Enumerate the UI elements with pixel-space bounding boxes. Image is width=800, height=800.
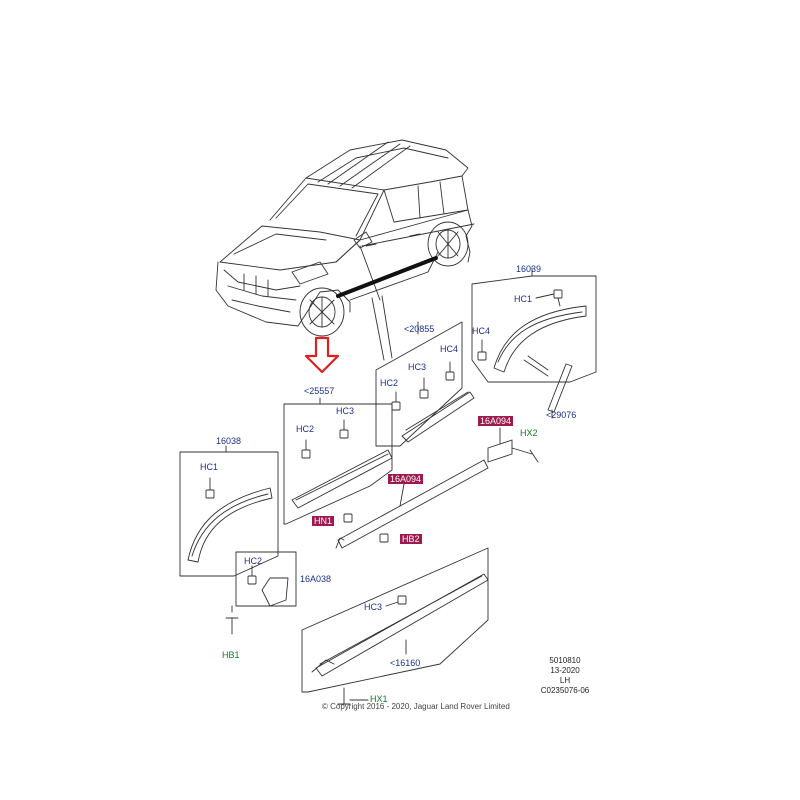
diagram-reference-block: 5010810 13-2020 LH C0235076-06: [538, 656, 592, 696]
group-16A094-sill: [335, 427, 539, 549]
highlight-label-hn1: HN1: [312, 516, 335, 526]
label-hc1-rear: HC1: [514, 294, 533, 304]
label-20855: <20855: [404, 324, 435, 334]
label-hc2-front-door: HC2: [380, 378, 399, 388]
group-16038: [179, 445, 279, 577]
label-hc3-lower-sill: HC3: [364, 602, 383, 612]
label-hx1: HX1: [370, 694, 388, 704]
label-hc4-front-door: HC4: [440, 344, 459, 354]
group-20855: [375, 321, 475, 447]
group-16A038: [225, 551, 297, 635]
highlight-label-16a094-sill: 16A094: [388, 474, 424, 484]
down-arrow-icon: [304, 336, 340, 374]
label-hc4-rear: HC4: [472, 326, 491, 336]
label-hb1: HB1: [222, 650, 240, 660]
label-hx2: HX2: [520, 428, 538, 438]
label-16039: 16039: [516, 264, 542, 274]
label-25557: <25557: [304, 386, 335, 396]
label-hc3-rear-door: HC3: [336, 406, 355, 416]
highlight-label-16a094-bracket: 16A094: [478, 416, 514, 426]
label-hc2-rear-door: HC2: [296, 424, 315, 434]
label-29076: <29076: [546, 410, 577, 420]
group-25557: [283, 397, 393, 525]
label-hc1-front: HC1: [200, 462, 219, 472]
group-16039: [471, 267, 597, 419]
reference-number: 5010810: [549, 656, 581, 665]
copyright-notice: © Copyright 2016 - 2020, Jaguar Land Rov…: [322, 702, 510, 711]
group-16160: [301, 547, 489, 705]
highlight-label-hb2: HB2: [400, 534, 422, 544]
vehicle-illustration: [215, 139, 475, 361]
label-16a038: 16A038: [300, 574, 332, 584]
label-16038: 16038: [216, 436, 242, 446]
label-hc2-mudflap: HC2: [244, 556, 263, 566]
label-16160: <16160: [390, 658, 421, 668]
label-hc3-front-door: HC3: [408, 362, 427, 372]
reference-code: C0235076-06: [540, 686, 590, 695]
reference-side: LH: [559, 676, 571, 685]
reference-date: 13-2020: [550, 666, 580, 675]
